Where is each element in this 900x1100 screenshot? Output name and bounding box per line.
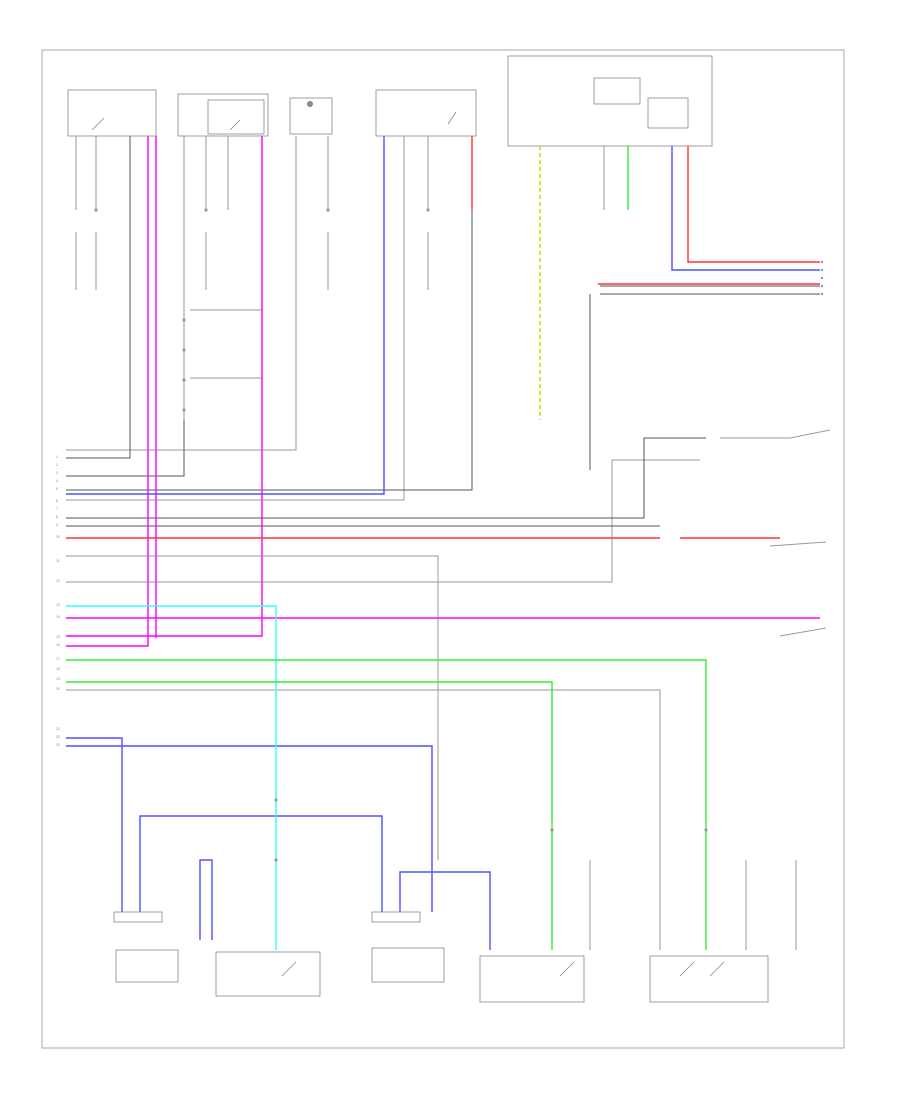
pink-wires: [66, 136, 820, 647]
svg-text:16: 16: [56, 643, 60, 647]
component-box-3: [207, 99, 265, 135]
svg-text:5: 5: [56, 487, 58, 491]
svg-text:8: 8: [56, 515, 58, 519]
bottom-box-4: [479, 955, 585, 1003]
svg-text:20: 20: [56, 687, 60, 691]
svg-text:9: 9: [56, 523, 58, 527]
right-terminals: [820, 260, 824, 296]
svg-text:7: 7: [56, 507, 58, 511]
svg-text:2: 2: [56, 463, 58, 467]
bottom-connector-1: [113, 911, 163, 923]
component-box-6: [507, 55, 713, 147]
component-box-2: [177, 93, 269, 137]
component-box-5: [375, 89, 477, 137]
svg-text:19: 19: [56, 677, 60, 681]
svg-text:23: 23: [56, 743, 60, 747]
green-wires: [66, 146, 707, 950]
left-connector-pins: 1 2 3 4 5 6 7 8 9 10 11 12 13 14 15 16 1…: [56, 455, 60, 747]
bottom-box-5: [649, 955, 769, 1003]
component-box-1: [67, 89, 157, 137]
gray-wires: [66, 136, 831, 950]
svg-text:3: 3: [56, 471, 58, 475]
diagram-frame: [41, 49, 845, 1049]
svg-text:21: 21: [56, 727, 60, 731]
component-box-7: [593, 77, 641, 105]
svg-text:12: 12: [56, 579, 60, 583]
svg-text:13: 13: [56, 603, 60, 607]
black-wires: [66, 136, 820, 527]
svg-text:1: 1: [56, 455, 58, 459]
bottom-box-3: [371, 947, 445, 983]
component-box-4: [289, 97, 333, 135]
svg-text:4: 4: [56, 479, 58, 483]
svg-text:15: 15: [56, 635, 60, 639]
connector-dots: [94, 208, 708, 862]
bottom-connector-2: [371, 911, 421, 923]
svg-text:10: 10: [56, 535, 60, 539]
svg-text:22: 22: [56, 735, 60, 739]
bottom-box-2: [215, 951, 321, 997]
svg-text:11: 11: [56, 559, 60, 563]
bottom-box-1: [115, 949, 179, 983]
cyan-wires: [66, 605, 277, 950]
component-box-8: [647, 97, 689, 129]
blue-wires: [66, 136, 820, 950]
bottom-components: [113, 911, 769, 1003]
svg-text:17: 17: [56, 657, 60, 661]
svg-text:18: 18: [56, 667, 60, 671]
red-wires: [66, 136, 820, 539]
top-components: [67, 55, 713, 147]
svg-text:14: 14: [56, 615, 60, 619]
svg-text:6: 6: [56, 499, 58, 503]
